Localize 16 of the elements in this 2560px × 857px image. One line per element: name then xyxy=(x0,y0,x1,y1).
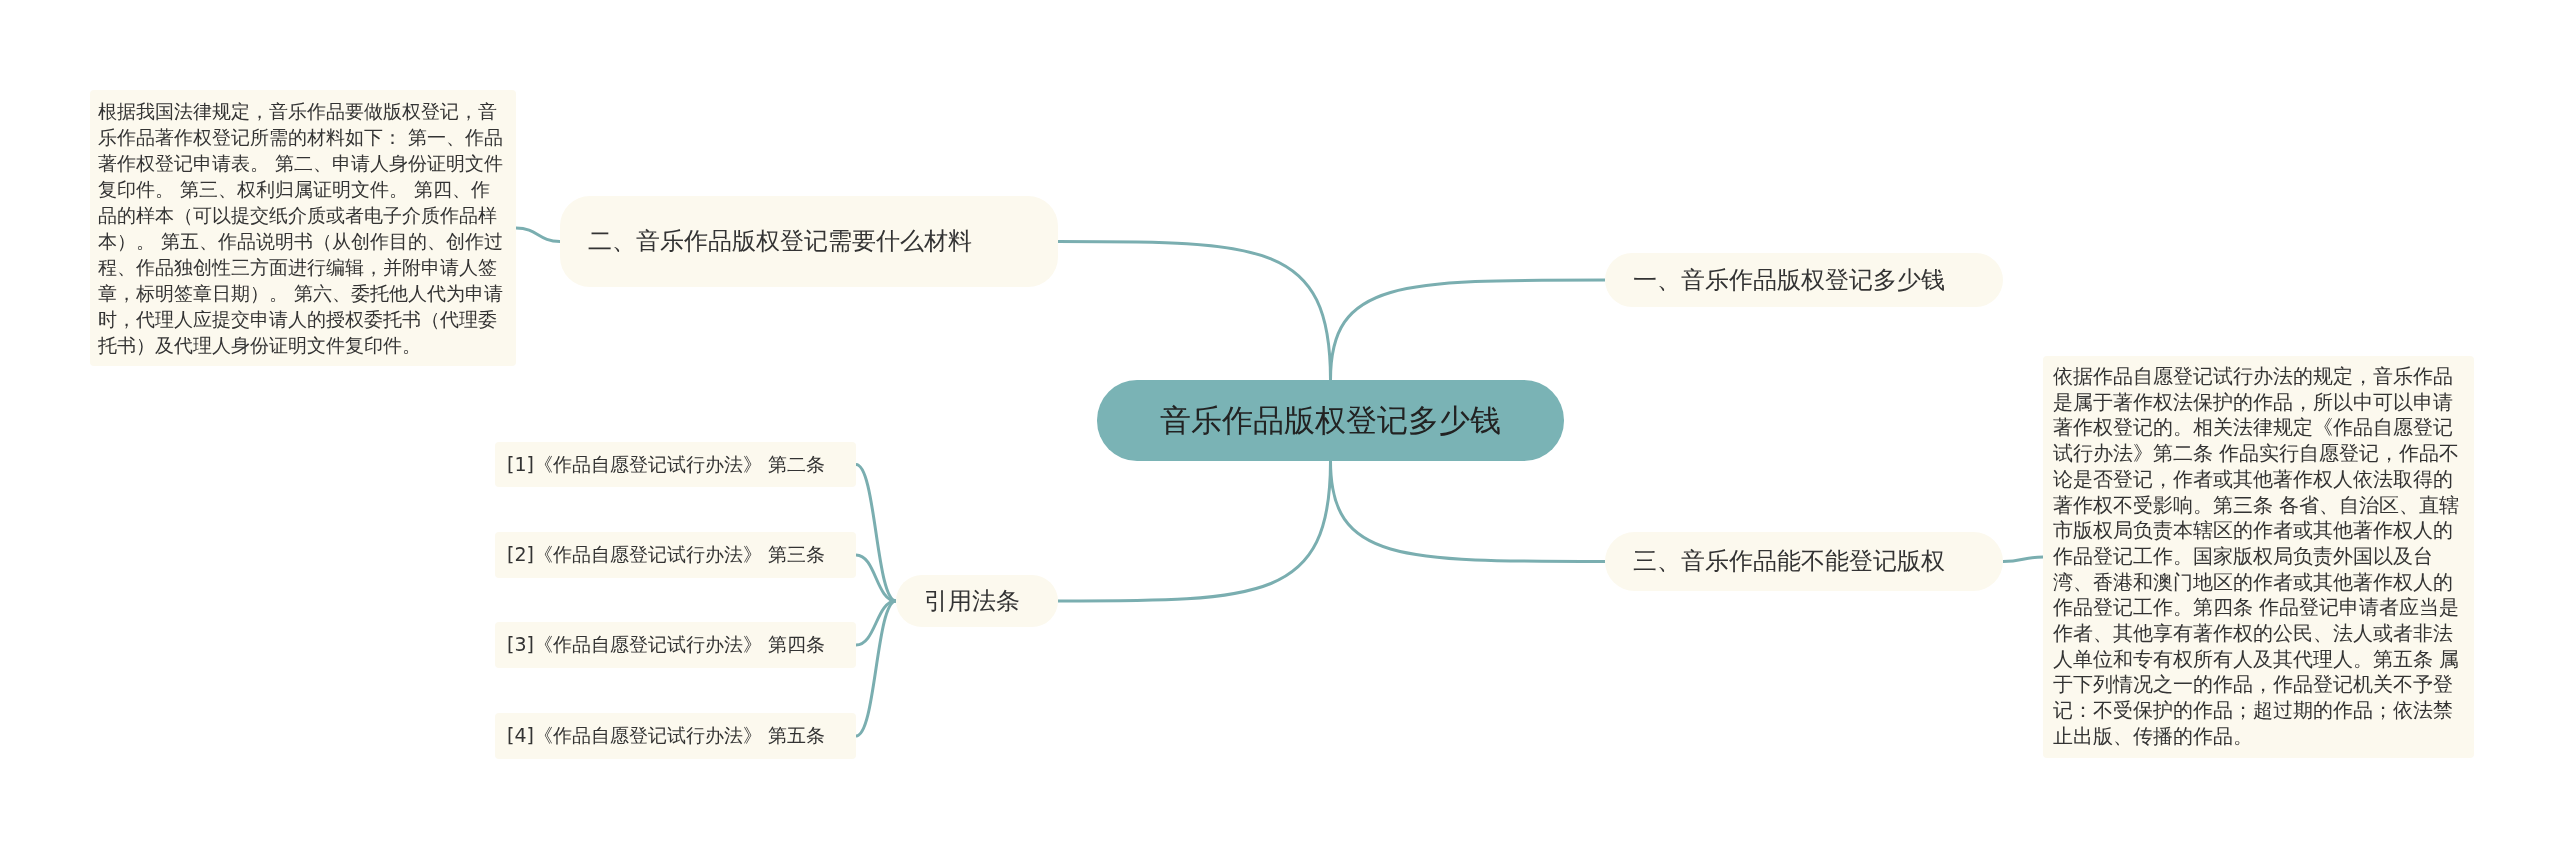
topic-box: 三、音乐作品能不能登记版权 xyxy=(1605,532,2003,591)
text-card: 依据作品自愿登记试行办法的规定，音乐作品是属于著作权法保护的作品，所以中可以申请著作权登记的。相关法律规定《作品自愿登记试行办法》第二条 作品实行自愿登记，作品不论是否登记，作者或其他著作权人依法取得的著作权不受影响。第三条 各省、自治区、直辖市版权局负责本辖区的作者或其他著作权人的作品登记工作。国家版权局负责外国以及台湾、香港和澳门地区的作者或其他著作权人的作品登记工作。第四条 作品登记申请者应当是作者、其他享有著作权的公民、法人或者非法人单位和专有权所有人及其代理人。第五条 属于下列情况之一的作品，作品登记机关不予登记：不受保护的作品；超过期的作品；依法禁止出版、传播的作品。 xyxy=(2043,356,2474,758)
reference-box: [3]《作品自愿登记试行办法》 第四条 xyxy=(495,622,856,668)
central-topic: 音乐作品版权登记多少钱 xyxy=(1097,380,1564,461)
connector-line xyxy=(515,226,561,243)
connector-line xyxy=(2002,555,2044,563)
reference-box: [2]《作品自愿登记试行办法》 第三条 xyxy=(495,532,856,578)
text-card: 根据我国法律规定，音乐作品要做版权登记，音乐作品著作权登记所需的材料如下： 第一、作品著作权登记申请表。 第二、申请人身份证明文件复印件。 第三、权利归属证明文件。 第四、作品的样本（可以提交纸介质或者电子介质作品样本）。 第五、作品说明书（从创作目的、创作过程、作品独创性三方面进行编辑，并附申请人签章，标明签章日期）。 第六、委托他人代为申请时，代理人应提交申请人的授权委托书（代理委托书）及代理人身份证明文件复印件。 xyxy=(90,90,516,366)
connector-line xyxy=(1329,278,1605,381)
topic-box: 引用法条 xyxy=(896,575,1058,627)
connector-line xyxy=(855,599,897,738)
topic-box: 一、音乐作品版权登记多少钱 xyxy=(1605,253,2003,307)
reference-box: [1]《作品自愿登记试行办法》 第二条 xyxy=(495,442,856,487)
reference-box: [4]《作品自愿登记试行办法》 第五条 xyxy=(495,713,856,759)
connector-line xyxy=(1058,460,1332,603)
topic-box: 二、音乐作品版权登记需要什么材料 xyxy=(560,196,1058,287)
